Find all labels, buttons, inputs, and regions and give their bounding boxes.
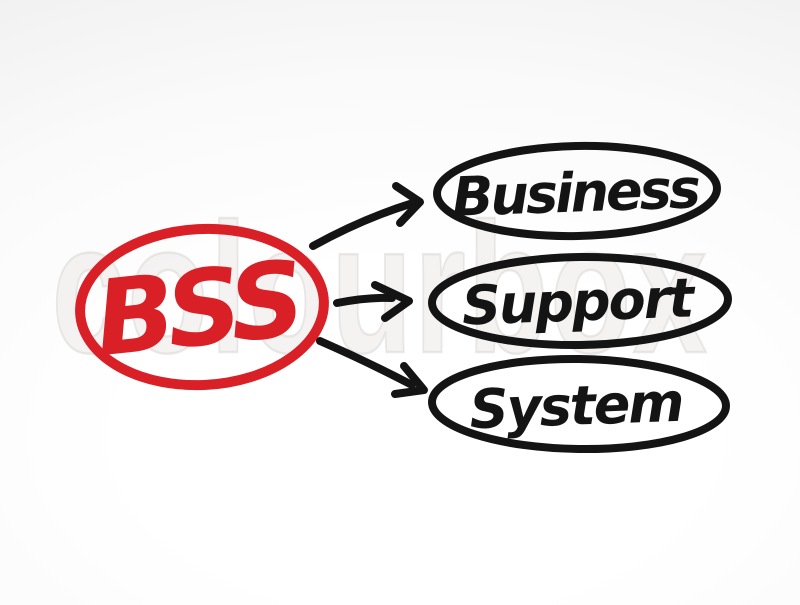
acronym-label: BSS <box>89 237 305 380</box>
term-label-business: Business <box>451 157 701 229</box>
arrowhead-to-business-icon <box>392 182 424 227</box>
arrow-to-business <box>309 200 414 250</box>
term-ellipse-support <box>428 252 732 350</box>
arrowhead-to-support-icon <box>371 281 413 322</box>
term-ellipse-business <box>433 141 721 241</box>
term-ellipse-system <box>428 354 730 454</box>
term-node-system: System <box>428 354 730 454</box>
term-node-business: Business <box>433 141 721 241</box>
acronym-node: BSS <box>75 223 329 391</box>
arrow-to-support <box>333 293 396 307</box>
arrowhead-to-system-icon <box>391 362 428 398</box>
term-label-support: Support <box>461 266 697 337</box>
term-label-system: System <box>468 371 683 441</box>
arrow-to-system <box>316 337 416 389</box>
arrows <box>309 182 428 398</box>
term-node-support: Support <box>428 252 732 350</box>
acronym-ellipse <box>75 223 329 391</box>
